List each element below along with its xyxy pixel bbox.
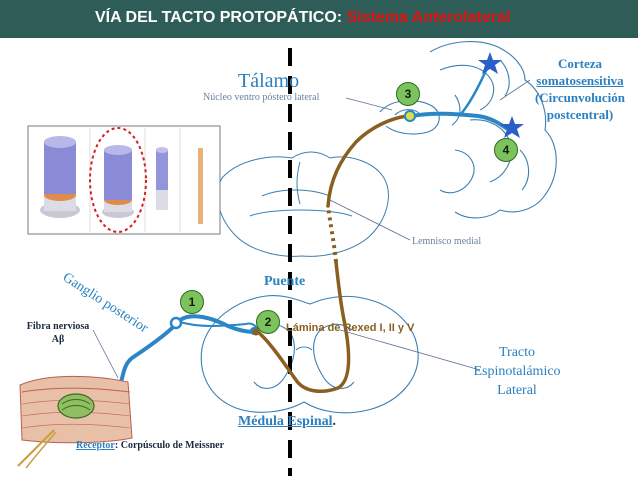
title-sub: Sistema Anterolateral xyxy=(346,9,511,26)
ganglion-node xyxy=(169,316,183,330)
medula-text: Médula Espinal xyxy=(238,414,333,429)
spinal-cord-outline xyxy=(200,295,419,414)
medula-period: . xyxy=(332,414,337,429)
label-nucleo: Núcleo ventro póstero lateral xyxy=(203,92,320,103)
page-title: VÍA DEL TACTO PROTOPÁTICO: Sistema Anter… xyxy=(95,9,511,27)
receptor-skin xyxy=(17,375,133,469)
leader-lines xyxy=(92,79,531,379)
dorsal-horn-synapse xyxy=(252,328,260,336)
cortex-star-upper xyxy=(478,52,502,74)
corteza-line-1: Corteza xyxy=(557,56,603,71)
title-main: VÍA DEL TACTO PROTOPÁTICO: xyxy=(95,9,343,26)
cortex-star-lower xyxy=(500,116,524,138)
tracto-line-1: Tracto xyxy=(498,345,536,360)
step-badge-3: 3 xyxy=(396,82,420,106)
fibra-line-1: Fibra nerviosa xyxy=(26,321,90,332)
label-lemnisco: Lemnisco medial xyxy=(412,236,482,247)
label-talamo: Tálamo xyxy=(238,70,300,92)
label-fibra: Fibra nerviosa Aβ xyxy=(20,320,96,346)
receptor-val: Corpúsculo de Meissner xyxy=(120,440,225,451)
receptor-key: Receptor xyxy=(76,440,115,451)
label-corteza: Corteza somatosensitiva (Circunvolución … xyxy=(526,55,634,123)
step-badge-2: 2 xyxy=(256,310,280,334)
afferent-branch xyxy=(179,321,259,331)
label-tracto: Tracto Espinotalámico Lateral xyxy=(464,343,570,400)
label-receptor: Receptor: Corpúsculo de Meissner xyxy=(76,440,224,451)
corteza-line-3: (Circunvolución xyxy=(534,90,626,105)
step-badge-4: 4 xyxy=(494,138,518,162)
corteza-line-2: somatosensitiva xyxy=(536,73,624,88)
tracto-line-2: Espinotalámico xyxy=(473,364,561,379)
title-bar: VÍA DEL TACTO PROTOPÁTICO: Sistema Anter… xyxy=(0,0,638,38)
thalamocortical-path xyxy=(410,111,508,130)
label-medula: Médula Espinal. xyxy=(238,414,336,430)
spinothalamic-upper xyxy=(326,114,410,208)
spinothalamic-lower xyxy=(256,260,351,394)
pons-outline xyxy=(217,151,389,257)
neuron-illustration xyxy=(27,125,221,235)
tracto-line-3: Lateral xyxy=(497,383,537,398)
label-lamina: Lámina de Rexed I, II y V xyxy=(286,322,415,334)
label-puente: Puente xyxy=(264,274,306,289)
spinothalamic-dotted xyxy=(326,205,338,263)
fibra-line-2: Aβ xyxy=(51,334,65,345)
step-badge-1: 1 xyxy=(180,290,204,314)
receptor-sep: : xyxy=(114,440,119,451)
thalamus-node xyxy=(404,110,416,122)
corteza-line-4: postcentral) xyxy=(546,107,614,122)
